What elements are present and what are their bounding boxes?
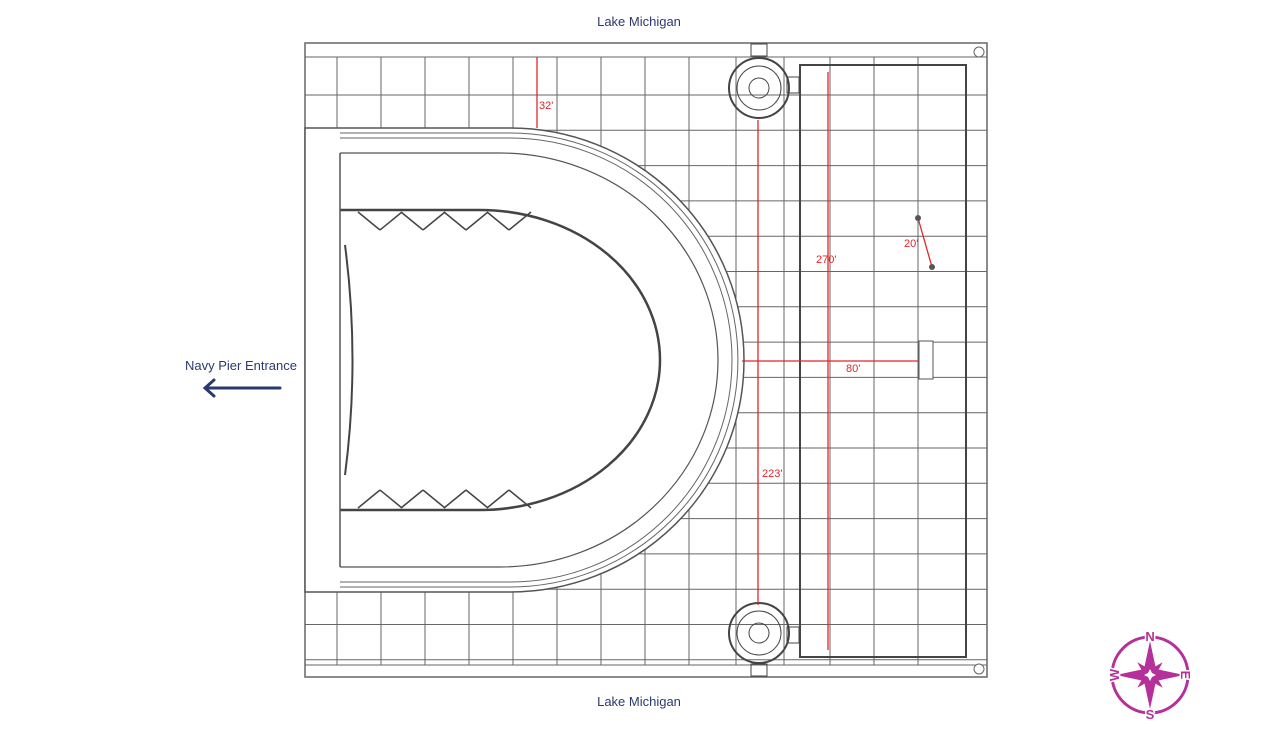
stage-block xyxy=(918,340,934,380)
truss xyxy=(400,489,424,509)
dimension-223: 223' xyxy=(762,468,782,480)
rotunda-south xyxy=(728,602,800,677)
dimension-lines xyxy=(536,57,933,650)
truss xyxy=(443,211,467,231)
truss xyxy=(508,211,532,231)
compass-s: S xyxy=(1146,707,1155,722)
compass-w: W xyxy=(1107,668,1122,681)
truss xyxy=(465,211,489,231)
truss xyxy=(422,211,446,231)
rotunda-north xyxy=(728,43,800,119)
truss xyxy=(465,489,489,509)
truss xyxy=(443,489,467,509)
dimension-20: 20' xyxy=(904,238,918,250)
dimension-270: 270' xyxy=(816,254,836,266)
compass-e: E xyxy=(1178,671,1193,680)
corner-marker xyxy=(973,663,985,675)
truss-supports xyxy=(357,211,532,509)
truss xyxy=(379,211,403,231)
dimension-32: 32' xyxy=(539,100,553,112)
truss xyxy=(422,489,446,509)
truss xyxy=(357,211,381,231)
compass-n: N xyxy=(1145,629,1154,644)
horseshoe-corridor xyxy=(304,127,745,593)
truss xyxy=(486,489,510,509)
corner-marker xyxy=(973,46,985,58)
lake-michigan-bottom-label: Lake Michigan xyxy=(597,694,681,709)
lake-michigan-top-label: Lake Michigan xyxy=(597,14,681,29)
truss xyxy=(400,211,424,231)
compass-rose-icon: N E S W xyxy=(1106,628,1195,724)
truss xyxy=(508,489,532,509)
dimension-80: 80' xyxy=(846,363,860,375)
navy-pier-entrance-label: Navy Pier Entrance xyxy=(185,358,297,373)
arrow-left-icon xyxy=(202,378,282,398)
truss xyxy=(379,489,403,509)
truss xyxy=(486,211,510,231)
truss xyxy=(357,489,381,509)
